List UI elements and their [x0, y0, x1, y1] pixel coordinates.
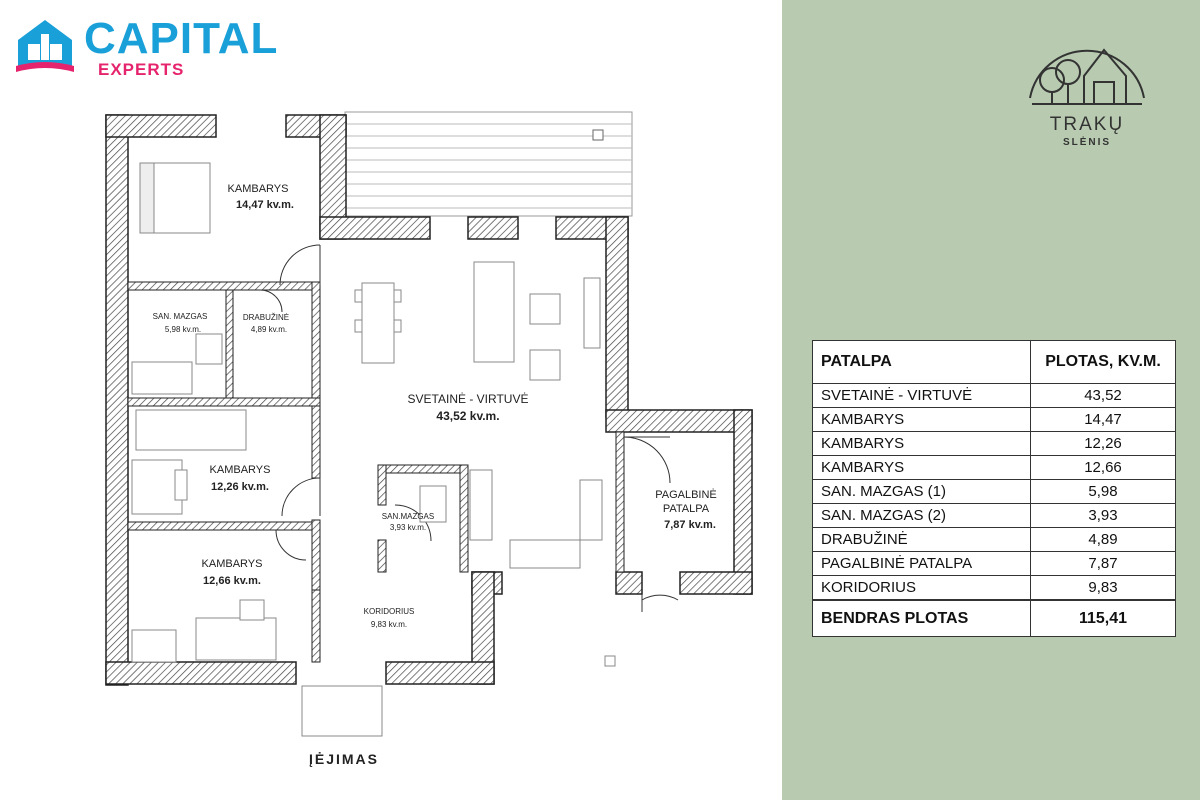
- room-pagalbine-name-2: PATALPA: [663, 503, 710, 515]
- table-row: SAN. MAZGAS (2)3,93: [812, 503, 1176, 528]
- room-kambarys-3-area: 12,66 kv.m.: [203, 575, 261, 587]
- room-drabuzine-name: DRABUŽINĖ: [243, 313, 289, 322]
- table-cell-room: KORIDORIUS: [812, 575, 1031, 601]
- table-cell-room: KAMBARYS: [812, 407, 1031, 432]
- table-total-label: BENDRAS PLOTAS: [812, 599, 1031, 637]
- room-san-1-name: SAN. MAZGAS: [153, 312, 208, 321]
- floor-plan-drawing: KAMBARYS 14,47 kv.m. SAN. MAZGAS 5,98 kv…: [105, 111, 753, 767]
- table-cell-room: DRABUŽINĖ: [812, 527, 1031, 552]
- room-svetaine-name: SVETAINĖ - VIRTUVĖ: [408, 392, 529, 406]
- room-labels: KAMBARYS 14,47 kv.m. SAN. MAZGAS 5,98 kv…: [153, 183, 717, 767]
- table-cell-area: 9,83: [1030, 575, 1176, 601]
- room-kambarys-3-name: KAMBARYS: [202, 558, 263, 570]
- table-header-row: PATALPA PLOTAS, KV.M.: [812, 340, 1176, 384]
- room-koridorius-name: KORIDORIUS: [364, 607, 415, 616]
- table-header-area: PLOTAS, KV.M.: [1030, 340, 1176, 384]
- brand-subtitle: EXPERTS: [98, 60, 185, 79]
- table-cell-area: 5,98: [1030, 479, 1176, 504]
- traku-slenis-logo: TRAKŲ SLĖNIS: [1022, 36, 1152, 156]
- table-cell-room: KAMBARYS: [812, 431, 1031, 456]
- table-cell-room: KAMBARYS: [812, 455, 1031, 480]
- room-koridorius-area: 9,83 kv.m.: [371, 620, 407, 629]
- table-cell-area: 3,93: [1030, 503, 1176, 528]
- table-cell-area: 12,66: [1030, 455, 1176, 480]
- brand-name: CAPITAL: [84, 14, 279, 63]
- room-pagalbine-name-1: PAGALBINĖ: [655, 488, 717, 501]
- inner-walls: [127, 281, 625, 663]
- room-san-1-area: 5,98 kv.m.: [165, 325, 201, 334]
- room-drabuzine-area: 4,89 kv.m.: [251, 325, 287, 334]
- table-cell-area: 4,89: [1030, 527, 1176, 552]
- room-kambarys-2-name: KAMBARYS: [210, 464, 271, 476]
- area-table: PATALPA PLOTAS, KV.M. SVETAINĖ - VIRTUVĖ…: [812, 340, 1176, 637]
- room-kambarys-2-area: 12,26 kv.m.: [211, 481, 269, 493]
- table-cell-room: SVETAINĖ - VIRTUVĖ: [812, 383, 1031, 408]
- room-svetaine-area: 43,52 kv.m.: [436, 409, 499, 423]
- table-cell-room: SAN. MAZGAS (1): [812, 479, 1031, 504]
- room-san-2-area: 3,93 kv.m.: [390, 523, 426, 532]
- capital-experts-logo: CAPITAL EXPERTS: [14, 10, 284, 80]
- table-row: SAN. MAZGAS (1)5,98: [812, 479, 1176, 504]
- table-cell-room: PAGALBINĖ PATALPA: [812, 551, 1031, 576]
- room-san-2-name: SAN.MAZGAS: [382, 512, 434, 521]
- terrace: [344, 111, 633, 217]
- traku-tag: SLĖNIS: [1062, 137, 1112, 148]
- house-book-icon: [16, 20, 74, 72]
- room-kambarys-1-name: KAMBARYS: [228, 183, 289, 195]
- room-kambarys-1-area: 14,47 kv.m.: [236, 199, 294, 211]
- table-cell-area: 7,87: [1030, 551, 1176, 576]
- table-total-value: 115,41: [1030, 599, 1176, 637]
- table-cell-area: 12,26: [1030, 431, 1176, 456]
- entrance-label: ĮĖJIMAS: [309, 751, 379, 767]
- table-cell-room: SAN. MAZGAS (2): [812, 503, 1031, 528]
- table-cell-area: 43,52: [1030, 383, 1176, 408]
- traku-name: TRAKŲ: [1049, 114, 1125, 135]
- table-cell-area: 14,47: [1030, 407, 1176, 432]
- table-header-room: PATALPA: [812, 340, 1031, 384]
- furniture: [131, 162, 616, 737]
- doors: [259, 244, 679, 612]
- outer-walls: [105, 114, 753, 686]
- table-total-row: BENDRAS PLOTAS 115,41: [812, 599, 1176, 637]
- trees-house-icon: [1029, 48, 1145, 105]
- room-pagalbine-area: 7,87 kv.m.: [664, 519, 716, 531]
- floor-plan-area: CAPITAL EXPERTS: [14, 10, 753, 767]
